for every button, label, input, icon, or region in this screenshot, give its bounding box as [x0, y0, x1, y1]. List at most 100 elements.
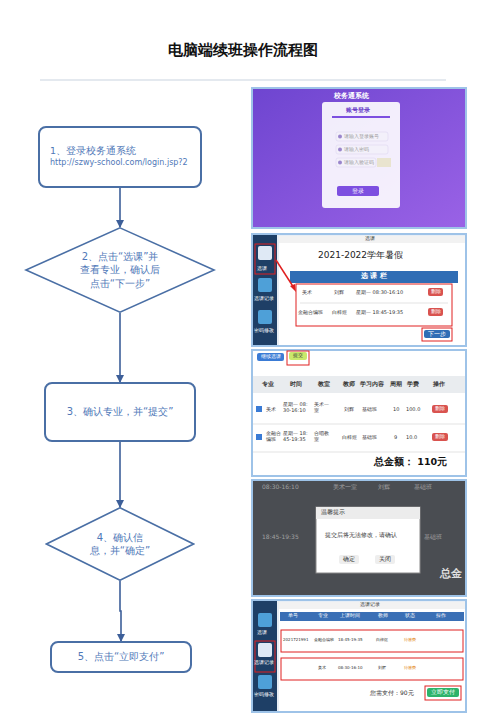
screenshot-text: 白梓煜 [342, 435, 357, 441]
screenshot-button: 立即支付 [427, 688, 459, 697]
login-screenshot [252, 88, 466, 228]
screenshot-button: 删除 [428, 308, 443, 316]
screenshot-text: 待缴费 [404, 666, 416, 671]
screenshot-text: 金融合编班 [298, 310, 323, 316]
screenshot-text: 上课时间 [340, 613, 360, 618]
screenshot-text: 提交后将无法修改，请确认 [325, 531, 397, 538]
screenshot-text: 08:30-16:10 [338, 666, 363, 671]
screenshot-button: 删除 [432, 405, 448, 413]
screenshot-text: 星期一 18:45-19:35 [283, 431, 310, 443]
process-box: 3、确认专业，并“提交” [44, 382, 196, 442]
screenshot-text: 时间 [290, 381, 302, 387]
screenshot-text: 选课记录 [254, 296, 274, 301]
screenshot-text: 10 [393, 407, 399, 413]
diamond-outline [45, 507, 195, 581]
screenshot-text: 操作 [436, 613, 446, 618]
title-rule [40, 80, 446, 81]
screenshot-button: 确定 [339, 555, 359, 564]
screenshot-text: 基础班 [424, 534, 442, 541]
screenshot-text: 刘辉 [378, 666, 386, 671]
screenshot-text: 基础班 [362, 435, 377, 441]
screenshot-text: 教师 [343, 381, 355, 387]
screenshot-text: 待缴费 [404, 638, 416, 643]
screenshot-text: 美术 [302, 290, 312, 296]
screenshot-text: 白梓煜 [332, 310, 347, 316]
screenshot-text: 18:45-19:35 [262, 534, 299, 541]
dialog-screenshot [252, 480, 466, 596]
node-text: 5、点击“立即支付” [78, 650, 165, 664]
confirm-screenshot [252, 350, 466, 476]
screenshot-text: 操作 [433, 381, 445, 387]
screenshot-text: 基础班 [414, 484, 432, 491]
screenshot-text: 专业 [318, 613, 328, 618]
screenshot-text: 学习内容 [360, 381, 384, 387]
screenshot-text: 100.0 [406, 407, 420, 413]
screenshot-text: 刘辉 [378, 484, 390, 491]
screenshot-text: 单号 [288, 613, 298, 618]
screenshot-text: 选课记录 [254, 660, 274, 665]
screenshot-text: 白梓煜 [376, 638, 388, 643]
screenshot-text: 请输入密码 [344, 147, 369, 152]
flow-arrow [119, 313, 121, 382]
screenshot-text: 请输入登录账号 [344, 134, 379, 139]
decision-diamond: 2、点击“选课”并查看专业，确认后点击“下一步” [24, 227, 216, 313]
screenshot-button: 继续选课 [257, 353, 284, 361]
screenshot-text: 周期 [390, 381, 402, 387]
screenshot-text: 2021-2022学年暑假 [318, 250, 403, 260]
screenshot-text: 状态 [405, 613, 415, 618]
screenshot-text: 温馨提示 [321, 509, 345, 516]
select-screenshot [252, 234, 466, 346]
screenshot-button: 删除 [432, 433, 448, 441]
screenshot-text: 9 [394, 435, 397, 441]
screenshot-text: 金融合编班 [314, 638, 334, 643]
screenshot-text: 校务通系统 [334, 92, 369, 100]
decision-diamond: 4、确认信息，并“确定” [45, 507, 195, 581]
screenshot-text: 专业 [262, 381, 274, 387]
screenshot-text: 星期一 18:45-19:35 [356, 310, 403, 316]
screenshot-text: 学费 [407, 381, 419, 387]
screenshot-text: 总金额： 110元 [374, 457, 447, 468]
node-text: 1、登录校务通系统 [50, 145, 136, 158]
screenshot-text: 金融合编班 [266, 431, 282, 443]
screenshot-text: 教室 [318, 381, 330, 387]
node-text: 2、点击“选课”并查看专业，确认后点击“下一步” [77, 250, 163, 291]
screenshot-button: 关闭 [375, 555, 395, 564]
flow-arrow [119, 442, 121, 507]
screenshot-button: 下一步 [424, 330, 450, 338]
screenshot-text: 美术 [318, 666, 326, 671]
screenshot-text: 选课 [257, 630, 267, 636]
screenshot-text: 美术一室 [333, 484, 357, 491]
screenshot-text: 2021721991 [283, 638, 308, 643]
screenshot-text: 选课 [365, 236, 375, 242]
page-title: 电脑端续班操作流程图 [0, 42, 486, 59]
screenshot-text: 账号登录 [346, 107, 370, 114]
records-screenshot [252, 600, 466, 712]
flow-arrow [119, 188, 121, 227]
screenshot-text: 教师 [378, 613, 388, 618]
screenshot-text: 您需支付：90元 [370, 690, 414, 697]
screenshot-button: 删除 [428, 288, 443, 296]
flow-arrow [120, 581, 121, 641]
screenshot-text: 刘辉 [344, 407, 354, 413]
screenshot-text: 基础班 [362, 407, 377, 413]
screenshot-text: 合唱教室 [314, 431, 330, 443]
node-text: 3、确认专业，并“提交” [67, 405, 174, 419]
screenshot-button: 登录 [337, 187, 379, 195]
screenshot-text: 选 课 栏 [290, 272, 458, 280]
node-text: http://szwy-school.com/login.jsp?2 [50, 158, 188, 169]
screenshot-text: 选课记录 [360, 602, 380, 608]
screenshot-text: 18:45-19:35 [338, 638, 363, 643]
process-box: 5、点击“立即支付” [50, 641, 192, 673]
screenshot-text: 请输入验证码 [344, 160, 374, 165]
screenshot-text: 星期一 08:30-16:10 [356, 290, 403, 296]
screenshot-text: 密码修改 [254, 328, 274, 333]
screenshot-text: 星期一 08:30-16:10 [283, 402, 310, 414]
screenshot-text: 08:30-16:10 [262, 484, 299, 491]
screenshot-text: 美术 [266, 407, 276, 413]
process-box: 1、登录校务通系统http://szwy-school.com/login.js… [38, 126, 202, 188]
screenshot-text: 选课 [257, 266, 267, 272]
screenshot-text: 总金 [440, 568, 462, 581]
screenshot-button: 提交 [289, 352, 307, 360]
screenshot-text: 10.0 [406, 435, 417, 441]
screenshot-text: 美术一室 [314, 402, 330, 414]
